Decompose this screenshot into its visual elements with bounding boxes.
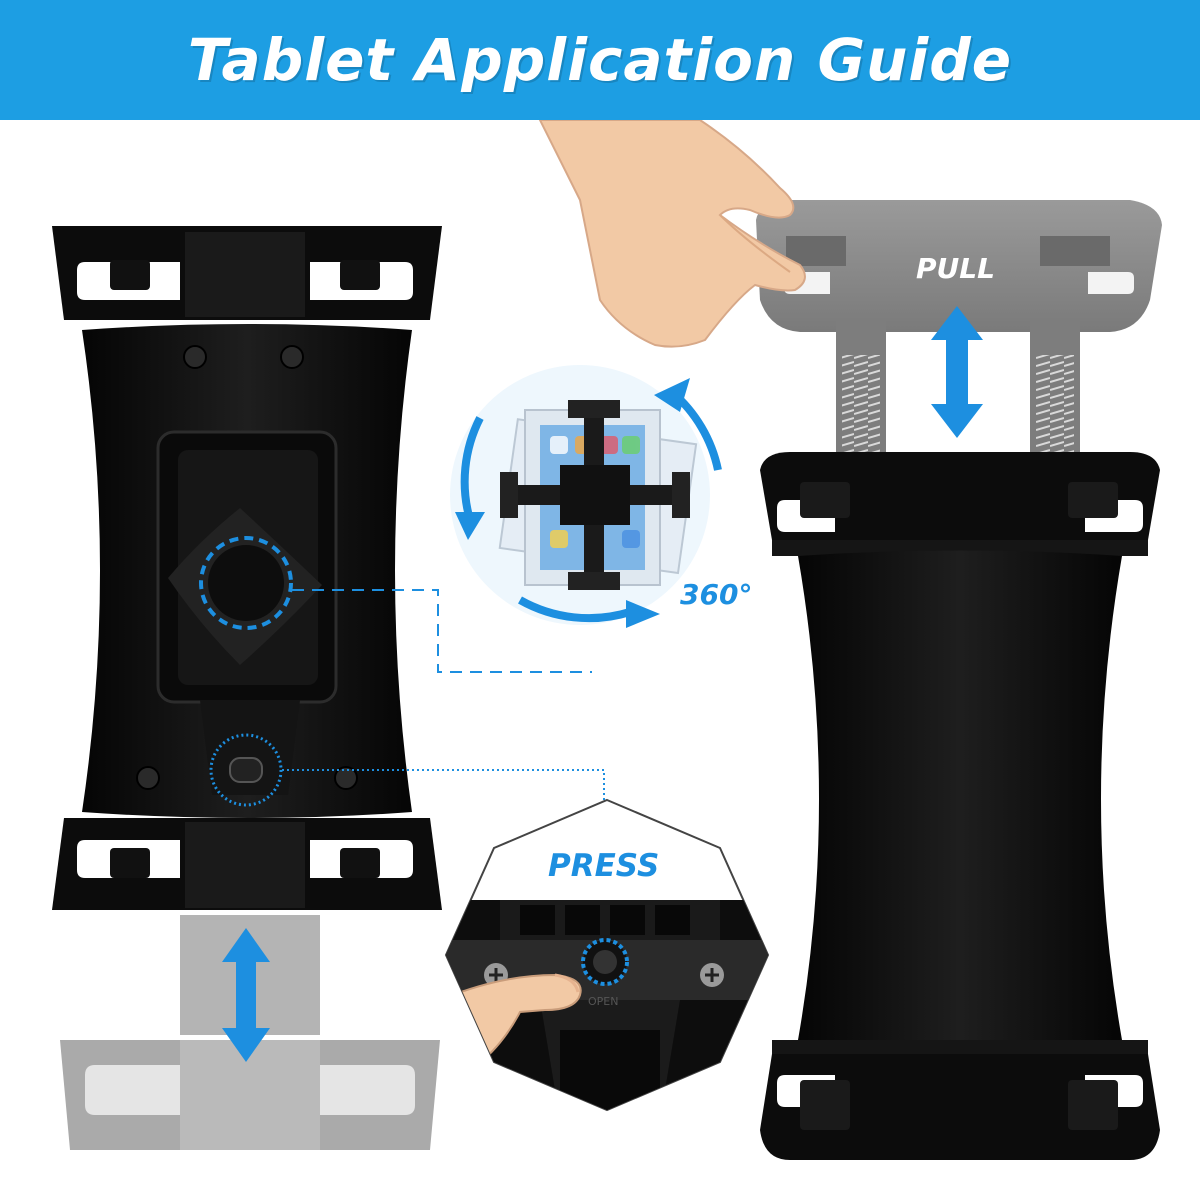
right-holder: [538, 120, 1162, 1160]
right-double-arrow-icon: [931, 306, 983, 438]
left-bottom-clamp: [52, 818, 442, 910]
left-extended-clamp: [60, 915, 440, 1150]
leader-lines: [292, 589, 592, 673]
page-title: Tablet Application Guide: [187, 26, 1013, 94]
right-spring-icon: [1036, 355, 1074, 460]
left-double-arrow-icon: [222, 928, 270, 1062]
header-banner: Tablet Application Guide: [0, 0, 1200, 120]
rotation-label: 360°: [680, 578, 753, 611]
right-bottom-clamp: [760, 1040, 1160, 1160]
hand-pull-icon: [538, 120, 806, 348]
press-detail: OPEN: [444, 798, 770, 1112]
rotate-illustration: [450, 365, 722, 628]
press-label: PRESS: [548, 848, 660, 884]
leader-lines-press: [282, 769, 605, 800]
left-spring-icon: [842, 355, 880, 460]
left-top-clamp: [52, 226, 442, 320]
open-marking: OPEN: [588, 995, 618, 1008]
right-pulled-top-clamp: [756, 200, 1162, 460]
right-front-plate: [798, 550, 1122, 1046]
left-holder: [52, 226, 442, 1150]
pull-label: PULL: [916, 252, 995, 285]
illustration-scene: OPEN: [0, 120, 1200, 1200]
left-screws: [136, 345, 358, 790]
right-top-clamp: [760, 452, 1160, 556]
